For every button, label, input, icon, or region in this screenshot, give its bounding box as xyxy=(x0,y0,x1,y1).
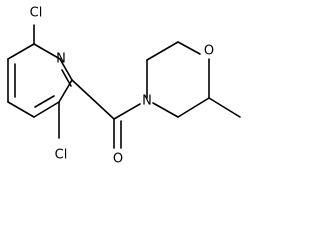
atom-label-o-morpholine: O xyxy=(204,44,214,59)
bond-c6-n1 xyxy=(33,43,61,60)
bond-ch2-o xyxy=(177,41,201,55)
bond-c6-c1 xyxy=(7,43,35,60)
bond-ch2-ch2-top xyxy=(146,41,179,61)
bond-c3-c4 xyxy=(33,101,60,118)
bond-chme-ch2 xyxy=(177,97,210,118)
bond-methyl xyxy=(208,97,241,118)
bond-c2-c3 xyxy=(58,79,73,103)
bond-c3-c4-inner xyxy=(34,95,55,108)
atom-label-n-pyridine: N xyxy=(56,52,66,67)
bond-ring-carbonyl xyxy=(71,79,115,120)
atom-label-n-morpholine: N xyxy=(142,94,152,109)
atom-label-o-carbonyl: O xyxy=(113,152,123,167)
bond-c4-c5 xyxy=(7,101,35,118)
atom-label-cl-bottom: Cl xyxy=(55,148,68,163)
molecule-structure-diagram: Cl N Cl O N O xyxy=(7,6,241,167)
atom-label-cl-top: Cl xyxy=(30,6,43,21)
bond-n1-c2 xyxy=(59,58,73,81)
bond-carbonyl-n xyxy=(113,103,141,120)
bond-ch2-n xyxy=(152,102,179,118)
pyridine-ring xyxy=(7,43,73,118)
morpholine-ring xyxy=(146,41,210,118)
